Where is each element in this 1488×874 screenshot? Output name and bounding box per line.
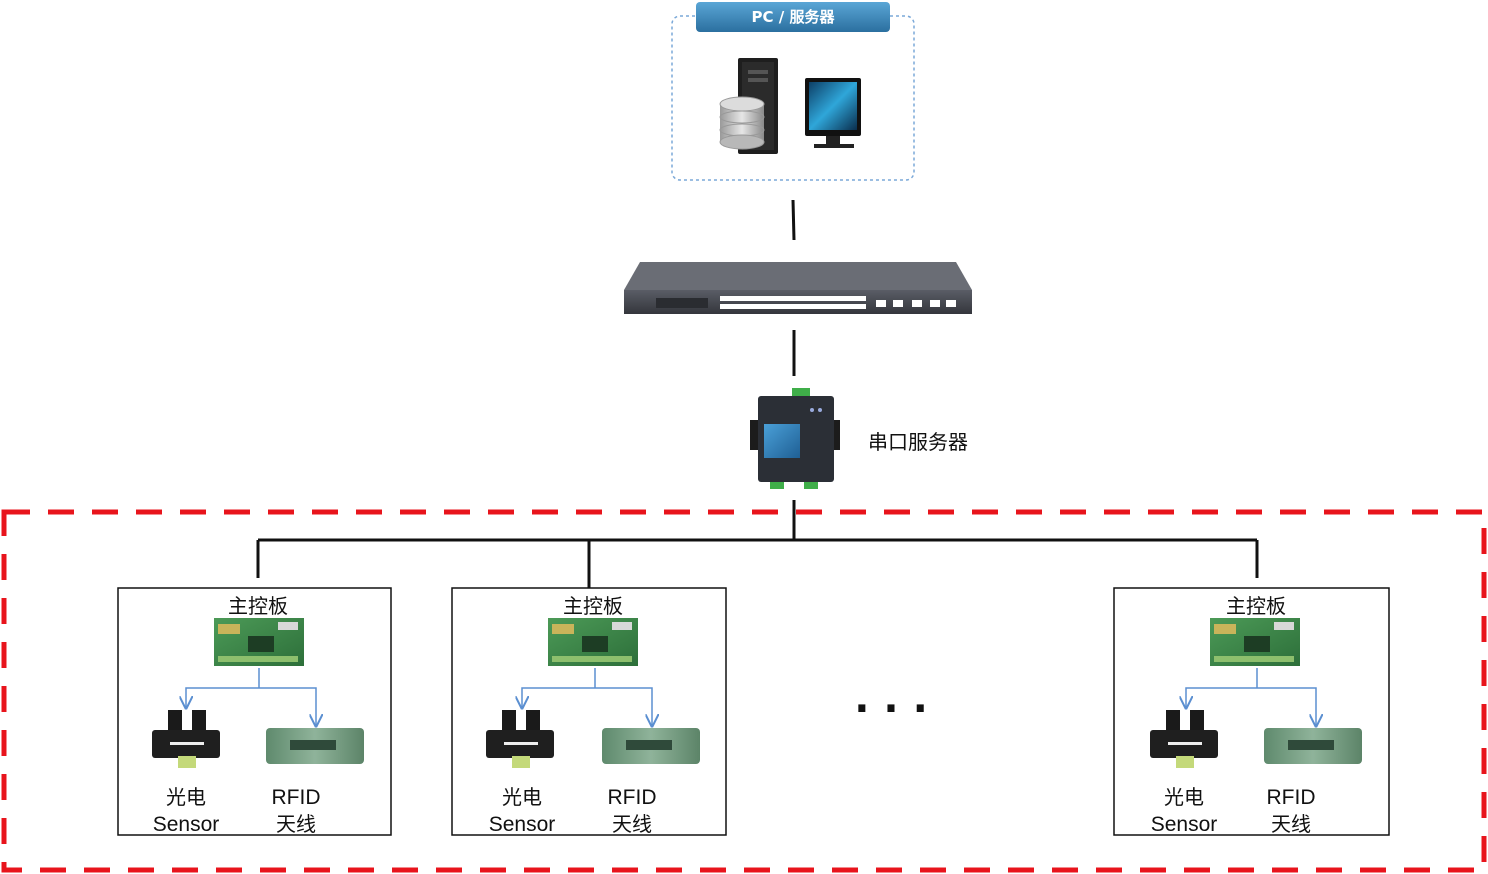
- main-board-icon: [214, 618, 304, 666]
- database-icon: [719, 96, 765, 150]
- link-pc-switch: [791, 199, 796, 241]
- rfid-antenna-icon: [266, 728, 364, 764]
- rfid-label-cn: 天线: [1271, 812, 1311, 836]
- board-node: 主控板 光电 Sensor RFID 天线: [1113, 587, 1390, 836]
- rfid-label-cn: 天线: [276, 812, 316, 836]
- pc-server-title: PC / 服务器: [752, 8, 836, 26]
- rfid-label-en: RFID: [272, 786, 321, 809]
- switch-ports: [720, 296, 956, 309]
- sensor-label-cn: 光电: [166, 785, 206, 809]
- more-boards-ellipsis: ...: [854, 676, 942, 722]
- rfid-label-cn: 天线: [612, 812, 652, 836]
- serial-server-label: 串口服务器: [868, 430, 968, 454]
- sensor-label-en: Sensor: [153, 813, 220, 836]
- sensor-label-cn: 光电: [502, 785, 542, 809]
- board-node: 主控板 光电 Sensor RFID 天线: [117, 587, 392, 836]
- main-board-icon: [1210, 618, 1300, 666]
- serial-server-icon: [750, 388, 840, 489]
- arrow-to-rfid: [259, 687, 316, 726]
- pc-server-node: PC / 服务器: [671, 2, 915, 181]
- monitor-icon: [805, 78, 861, 148]
- sensor-label-cn: 光电: [1164, 785, 1204, 809]
- arrow-to-rfid: [595, 687, 652, 726]
- rfid-label-en: RFID: [608, 786, 657, 809]
- photoelectric-sensor-icon: [1150, 710, 1218, 768]
- arrow-to-sensor: [1186, 687, 1257, 708]
- board-title: 主控板: [228, 594, 288, 618]
- board-title: 主控板: [1226, 594, 1286, 618]
- field-devices-region: [1, 509, 1487, 873]
- arrow-to-sensor: [186, 687, 259, 708]
- photoelectric-sensor-icon: [486, 710, 554, 768]
- rfid-antenna-icon: [602, 728, 700, 764]
- rfid-antenna-icon: [1264, 728, 1362, 764]
- pc-server-title-bar: [696, 2, 890, 32]
- network-switch-icon: [624, 262, 972, 314]
- rfid-label-en: RFID: [1267, 786, 1316, 809]
- pc-server-dashed-frame: [671, 15, 915, 181]
- board-title: 主控板: [563, 594, 623, 618]
- sensor-label-en: Sensor: [489, 813, 556, 836]
- sensor-label-en: Sensor: [1151, 813, 1218, 836]
- photoelectric-sensor-icon: [152, 710, 220, 768]
- arrow-to-sensor: [522, 687, 595, 708]
- main-board-icon: [548, 618, 638, 666]
- board-node: 主控板 光电 Sensor RFID 天线: [451, 587, 727, 836]
- arrow-to-rfid: [1257, 687, 1316, 726]
